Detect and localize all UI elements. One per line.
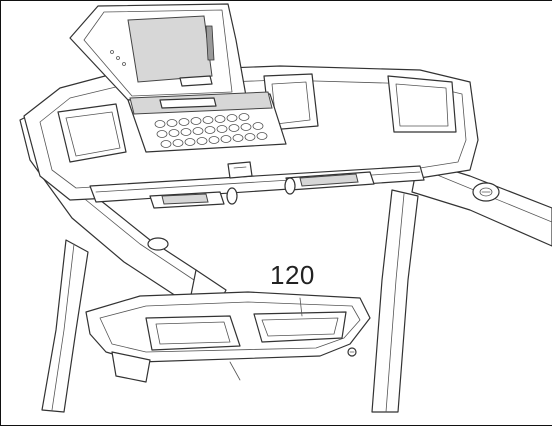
mounting-screw [347,347,357,357]
callout-label-120: 120 [270,260,315,290]
right-upright [371,189,419,413]
left-tray [57,103,127,163]
display-unit [69,3,247,101]
display-screen [127,15,213,83]
keypad [127,91,287,153]
grip-sensors [149,171,375,209]
accessory-tray [85,291,371,383]
left-upright [41,239,89,413]
right-handrail [411,159,552,247]
safety-key [227,161,253,179]
